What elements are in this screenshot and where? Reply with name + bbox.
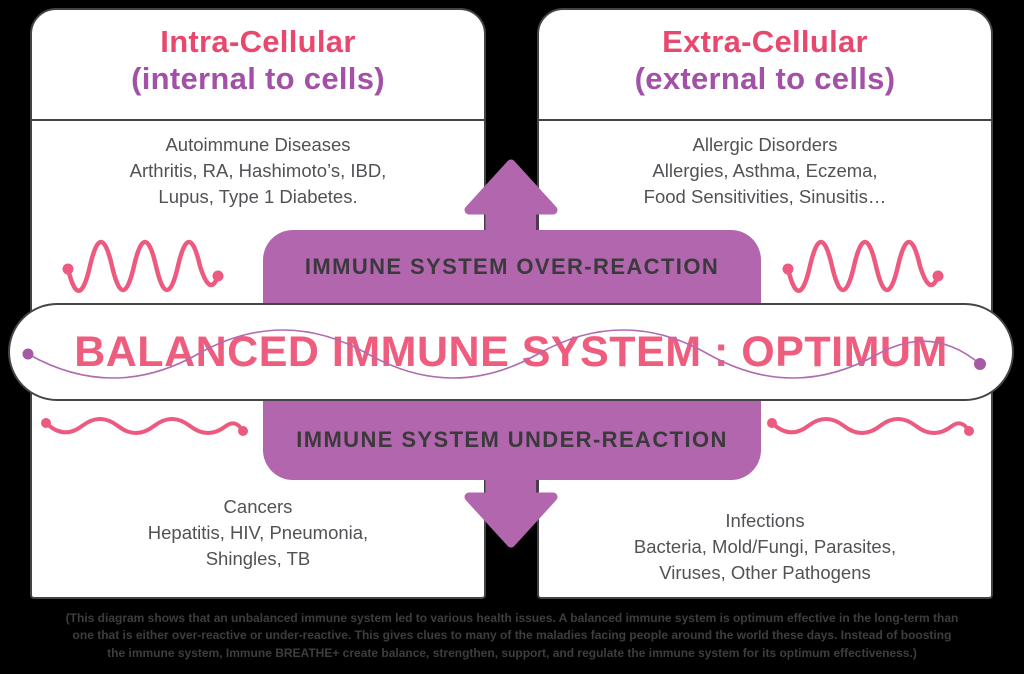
footnote-line: one that is either over-reactive or unde… xyxy=(72,628,952,643)
over-reaction-label: IMMUNE SYSTEM OVER-REACTION xyxy=(304,254,720,279)
footnote-line: the immune system, Immune BREATHE+ creat… xyxy=(107,645,917,660)
list-line: Hepatitis, HIV, Pneumonia, xyxy=(147,522,369,543)
balanced-immune-banner: BALANCED IMMUNE SYSTEM : OPTIMUM xyxy=(8,303,1014,401)
intra-cellular-top-list: Autoimmune Diseases Arthritis, RA, Hashi… xyxy=(32,132,484,210)
list-line: Arthritis, RA, Hashimoto’s, IBD, xyxy=(129,160,387,181)
list-line: Bacteria, Mold/Fungi, Parasites, xyxy=(633,536,897,557)
list-line: Allergies, Asthma, Eczema, xyxy=(652,160,878,181)
extra-cellular-title: Extra-Cellular xyxy=(662,24,868,59)
list-heading: Allergic Disorders xyxy=(692,134,838,155)
intra-cellular-subtitle: (internal to cells) xyxy=(131,61,385,96)
list-line: Lupus, Type 1 Diabetes. xyxy=(158,186,358,207)
extra-cellular-bottom-list: Infections Bacteria, Mold/Fungi, Parasit… xyxy=(539,508,991,586)
extra-cellular-header: Extra-Cellular (external to cells) xyxy=(539,10,991,121)
list-line: Food Sensitivities, Sinusitis… xyxy=(643,186,887,207)
down-arrow-icon xyxy=(464,469,558,548)
footnote-caption: (This diagram shows that an unbalanced i… xyxy=(0,610,1024,662)
list-line: Viruses, Other Pathogens xyxy=(659,562,871,583)
intra-cellular-header: Intra-Cellular (internal to cells) xyxy=(32,10,484,121)
intra-cellular-bottom-list: Cancers Hepatitis, HIV, Pneumonia, Shing… xyxy=(32,494,484,572)
intra-cellular-title: Intra-Cellular xyxy=(160,24,356,59)
list-heading: Infections xyxy=(725,510,805,531)
under-reaction-label: IMMUNE SYSTEM UNDER-REACTION xyxy=(296,427,728,452)
footnote-line: (This diagram shows that an unbalanced i… xyxy=(65,611,959,625)
sine-wave-high-left-icon xyxy=(62,240,224,293)
list-heading: Autoimmune Diseases xyxy=(165,134,351,155)
list-heading: Cancers xyxy=(223,496,293,517)
list-line: Shingles, TB xyxy=(205,548,311,569)
up-arrow-icon xyxy=(464,159,558,238)
extra-cellular-subtitle: (external to cells) xyxy=(634,61,896,96)
sine-wave-low-left-icon xyxy=(41,417,248,436)
sine-wave-high-right-icon xyxy=(782,240,944,293)
sine-wave-low-right-icon xyxy=(767,417,974,436)
extra-cellular-top-list: Allergic Disorders Allergies, Asthma, Ec… xyxy=(539,132,991,210)
balanced-immune-banner-text: BALANCED IMMUNE SYSTEM : OPTIMUM xyxy=(74,327,948,376)
